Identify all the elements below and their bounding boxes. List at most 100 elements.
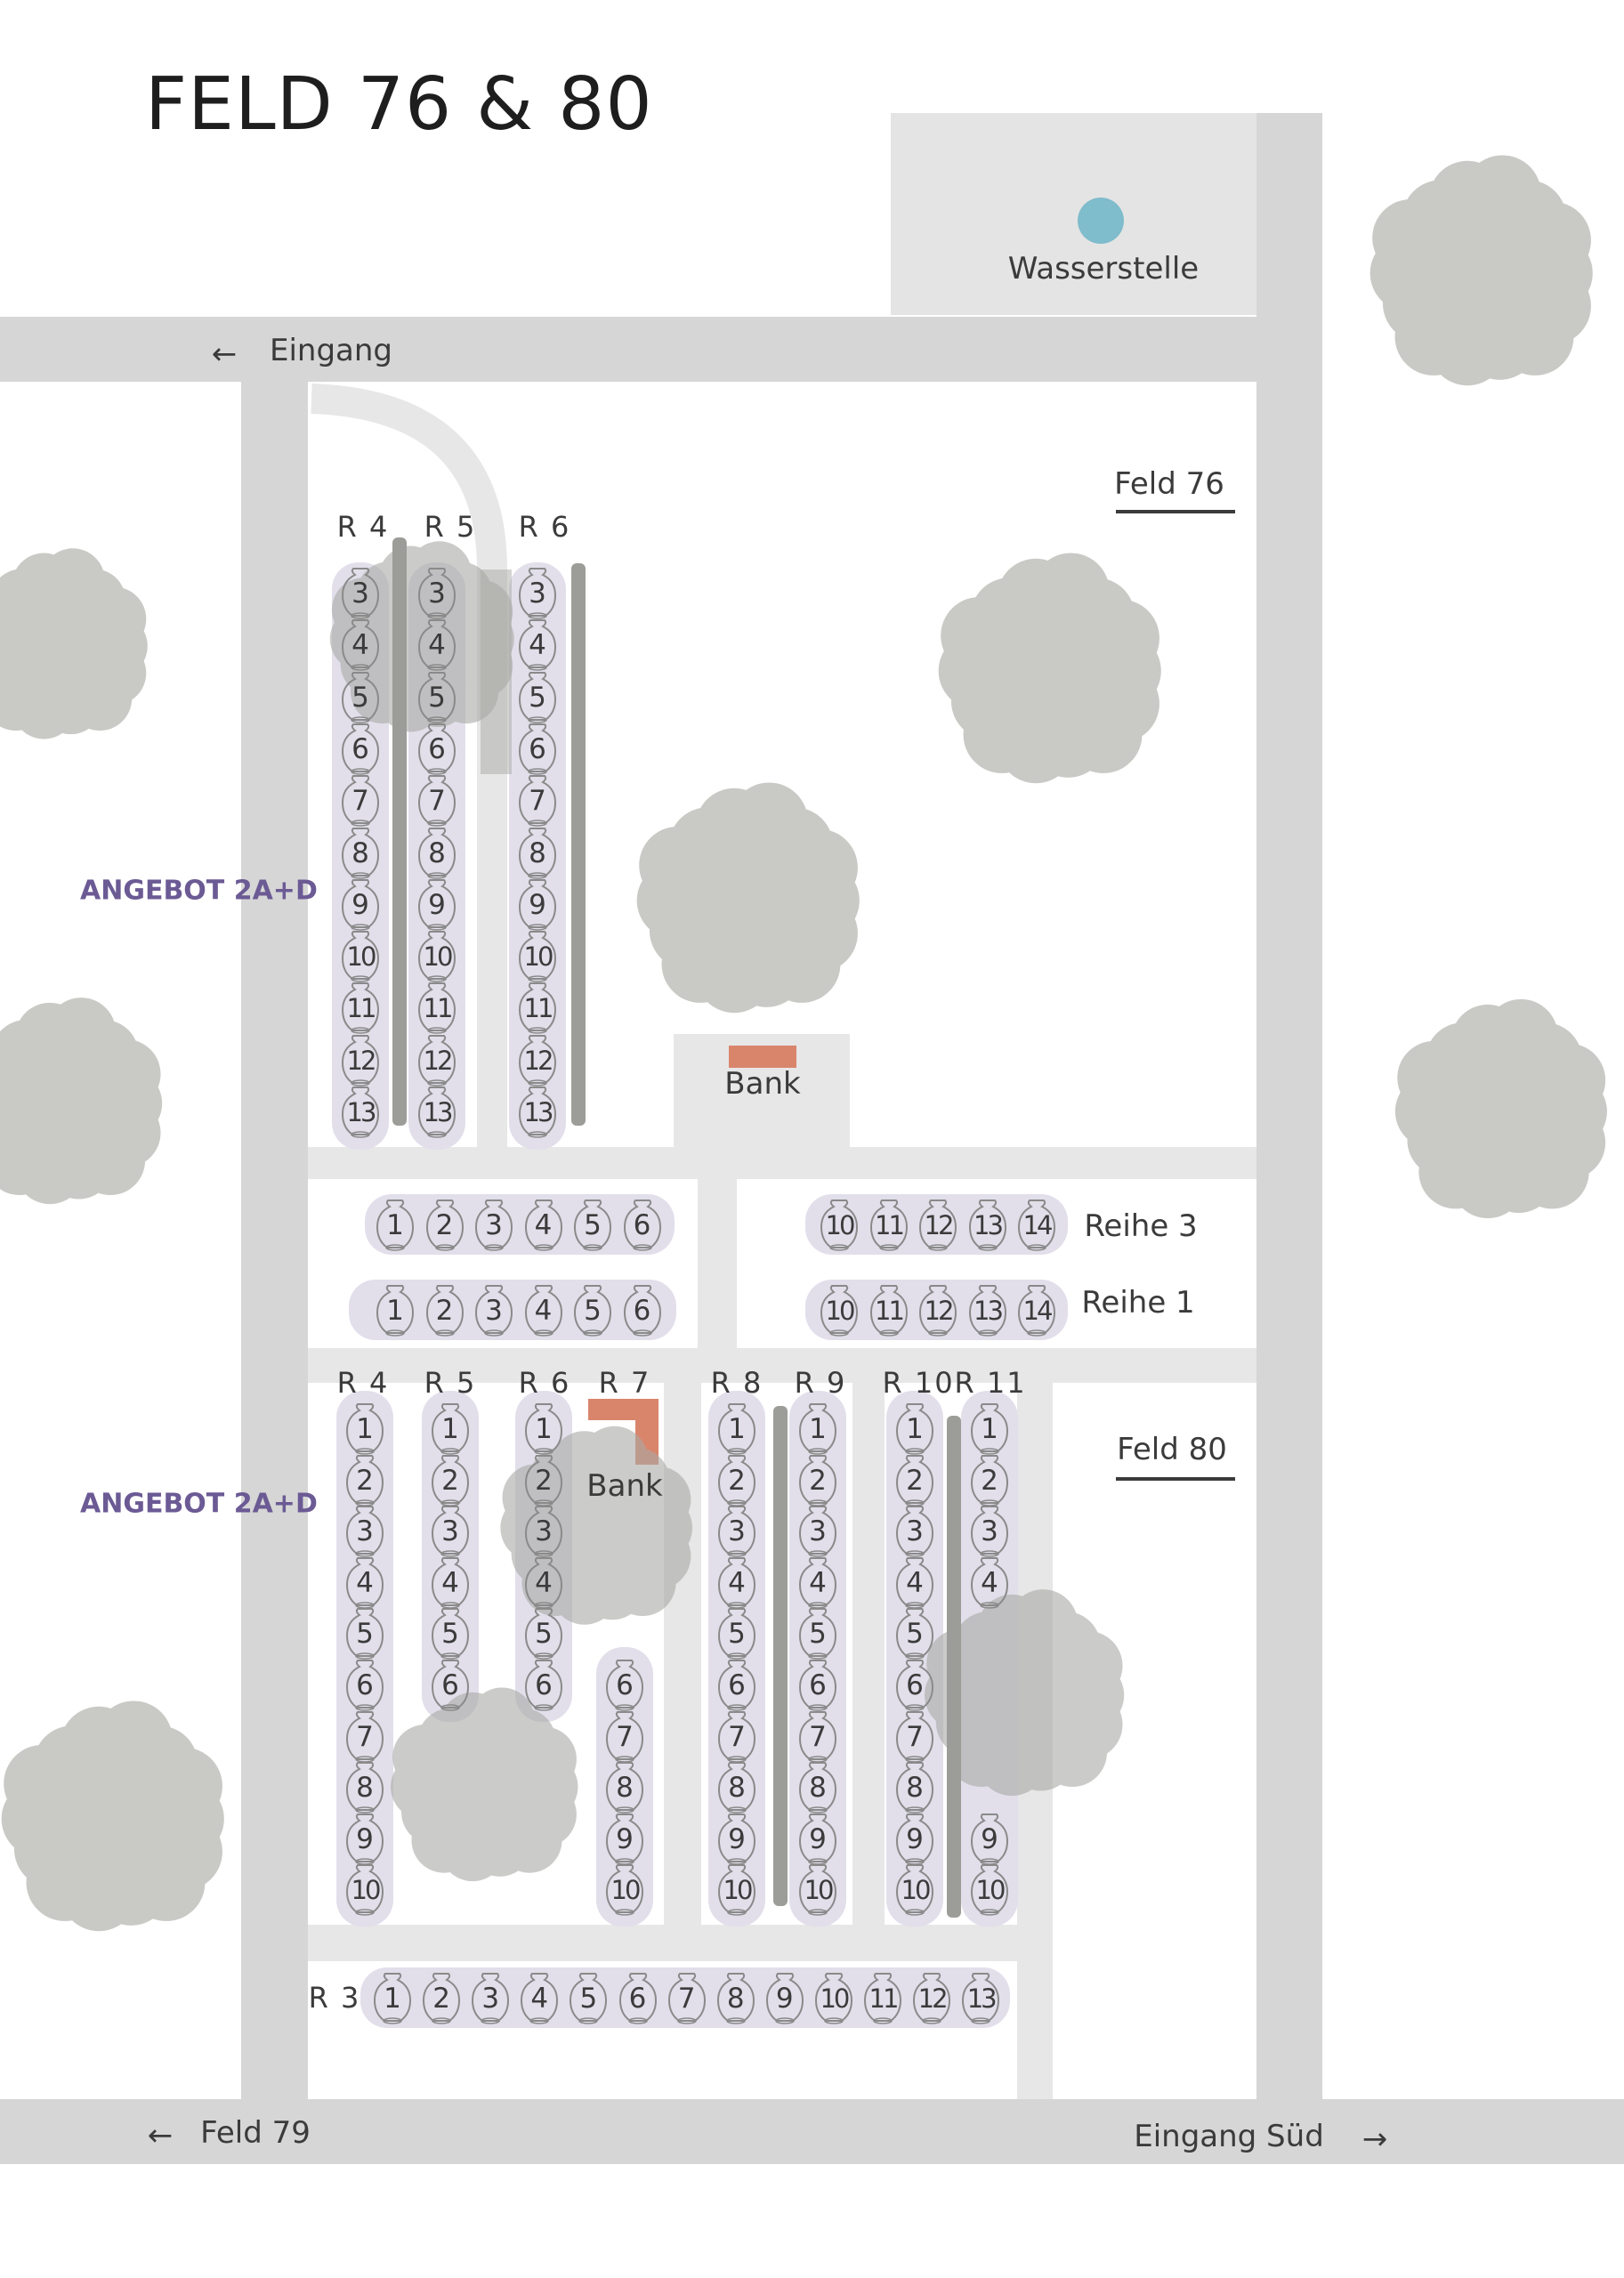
urn-grave[interactable]: 9 <box>763 1971 807 2024</box>
urn-grave[interactable]: 3 <box>515 566 560 619</box>
urn-grave[interactable]: 10 <box>338 929 383 982</box>
urn-grave[interactable]: 4 <box>517 1971 562 2024</box>
urn-grave[interactable]: 1 <box>343 1402 387 1455</box>
urn-grave[interactable]: 4 <box>967 1555 1012 1609</box>
urn-grave[interactable]: 7 <box>796 1709 840 1763</box>
urn-grave[interactable]: 8 <box>715 1760 759 1814</box>
urn-grave[interactable]: 10 <box>967 1862 1012 1917</box>
urn-grave[interactable]: 4 <box>338 618 383 672</box>
urn-grave[interactable]: 3 <box>715 1504 759 1557</box>
urn-grave[interactable]: 3 <box>967 1504 1012 1557</box>
urn-grave[interactable]: 2 <box>423 1283 467 1337</box>
urn-grave[interactable]: 10 <box>817 1283 861 1337</box>
urn-grave[interactable]: 13 <box>515 1085 560 1138</box>
urn-grave[interactable]: 2 <box>428 1453 473 1507</box>
urn-grave[interactable]: 2 <box>419 1971 464 2024</box>
urn-grave[interactable]: 8 <box>338 826 383 879</box>
urn-grave[interactable]: 11 <box>338 981 383 1035</box>
urn-grave[interactable]: 3 <box>415 566 459 619</box>
urn-grave[interactable]: 5 <box>428 1606 473 1660</box>
urn-grave[interactable]: 4 <box>343 1555 387 1609</box>
urn-grave[interactable]: 6 <box>715 1658 759 1711</box>
urn-grave[interactable]: 4 <box>521 1198 566 1251</box>
urn-grave[interactable]: 6 <box>515 722 560 775</box>
urn-grave[interactable]: 6 <box>602 1658 647 1711</box>
urn-grave[interactable]: 11 <box>860 1971 905 2024</box>
urn-grave[interactable]: 14 <box>1014 1198 1059 1251</box>
urn-grave[interactable]: 13 <box>966 1198 1010 1251</box>
urn-grave[interactable]: 10 <box>515 929 560 982</box>
urn-grave[interactable]: 11 <box>867 1283 911 1337</box>
urn-grave[interactable]: 7 <box>515 773 560 827</box>
urn-grave[interactable]: 10 <box>893 1862 937 1917</box>
urn-grave[interactable]: 2 <box>521 1453 566 1507</box>
urn-grave[interactable]: 5 <box>715 1606 759 1660</box>
urn-grave[interactable]: 5 <box>796 1606 840 1660</box>
urn-grave[interactable]: 9 <box>967 1812 1012 1865</box>
urn-grave[interactable]: 3 <box>428 1504 473 1557</box>
urn-grave[interactable]: 6 <box>343 1658 387 1711</box>
urn-grave[interactable]: 10 <box>812 1971 856 2024</box>
urn-grave[interactable]: 5 <box>893 1606 937 1660</box>
urn-grave[interactable]: 10 <box>796 1862 840 1917</box>
urn-grave[interactable]: 9 <box>602 1812 647 1865</box>
urn-grave[interactable]: 8 <box>714 1971 758 2024</box>
urn-grave[interactable]: 2 <box>423 1198 467 1251</box>
urn-grave[interactable]: 4 <box>521 1283 566 1337</box>
urn-grave[interactable]: 4 <box>415 618 459 672</box>
urn-grave[interactable]: 11 <box>867 1198 911 1251</box>
urn-grave[interactable]: 1 <box>796 1402 840 1455</box>
urn-grave[interactable]: 9 <box>343 1812 387 1865</box>
urn-grave[interactable]: 1 <box>521 1402 566 1455</box>
urn-grave[interactable]: 10 <box>715 1862 759 1917</box>
urn-grave[interactable]: 3 <box>893 1504 937 1557</box>
urn-grave[interactable]: 7 <box>343 1709 387 1763</box>
urn-grave[interactable]: 13 <box>338 1085 383 1138</box>
urn-grave[interactable]: 10 <box>817 1198 861 1251</box>
urn-grave[interactable]: 13 <box>415 1085 459 1138</box>
urn-grave[interactable]: 7 <box>602 1709 647 1763</box>
urn-grave[interactable]: 2 <box>893 1453 937 1507</box>
urn-grave[interactable]: 5 <box>338 670 383 723</box>
urn-grave[interactable]: 6 <box>338 722 383 775</box>
urn-grave[interactable]: 6 <box>620 1283 665 1337</box>
urn-grave[interactable]: 6 <box>620 1198 665 1251</box>
urn-grave[interactable]: 11 <box>515 981 560 1035</box>
urn-grave[interactable]: 7 <box>338 773 383 827</box>
urn-grave[interactable]: 10 <box>415 929 459 982</box>
urn-grave[interactable]: 7 <box>665 1971 709 2024</box>
urn-grave[interactable]: 4 <box>515 618 560 672</box>
urn-grave[interactable]: 2 <box>796 1453 840 1507</box>
urn-grave[interactable]: 12 <box>338 1033 383 1086</box>
urn-grave[interactable]: 11 <box>415 981 459 1035</box>
urn-grave[interactable]: 6 <box>616 1971 660 2024</box>
urn-grave[interactable]: 6 <box>428 1658 473 1711</box>
urn-grave[interactable]: 4 <box>715 1555 759 1609</box>
urn-grave[interactable]: 6 <box>521 1658 566 1711</box>
urn-grave[interactable]: 12 <box>515 1033 560 1086</box>
urn-grave[interactable]: 8 <box>602 1760 647 1814</box>
urn-grave[interactable]: 4 <box>428 1555 473 1609</box>
urn-grave[interactable]: 4 <box>893 1555 937 1609</box>
urn-grave[interactable]: 5 <box>415 670 459 723</box>
urn-grave[interactable]: 12 <box>909 1971 954 2024</box>
urn-grave[interactable]: 5 <box>343 1606 387 1660</box>
urn-grave[interactable]: 7 <box>415 773 459 827</box>
urn-grave[interactable]: 9 <box>715 1812 759 1865</box>
urn-grave[interactable]: 9 <box>893 1812 937 1865</box>
urn-grave[interactable]: 9 <box>338 877 383 931</box>
urn-grave[interactable]: 8 <box>415 826 459 879</box>
urn-grave[interactable]: 2 <box>343 1453 387 1507</box>
urn-grave[interactable]: 12 <box>415 1033 459 1086</box>
urn-grave[interactable]: 14 <box>1014 1283 1059 1337</box>
urn-grave[interactable]: 3 <box>343 1504 387 1557</box>
urn-grave[interactable]: 12 <box>916 1283 960 1337</box>
urn-grave[interactable]: 7 <box>715 1709 759 1763</box>
urn-grave[interactable]: 8 <box>893 1760 937 1814</box>
urn-grave[interactable]: 3 <box>472 1283 516 1337</box>
urn-grave[interactable]: 13 <box>966 1283 1010 1337</box>
urn-grave[interactable]: 6 <box>893 1658 937 1711</box>
urn-grave[interactable]: 10 <box>343 1862 387 1917</box>
urn-grave[interactable]: 3 <box>796 1504 840 1557</box>
urn-grave[interactable]: 3 <box>472 1198 516 1251</box>
